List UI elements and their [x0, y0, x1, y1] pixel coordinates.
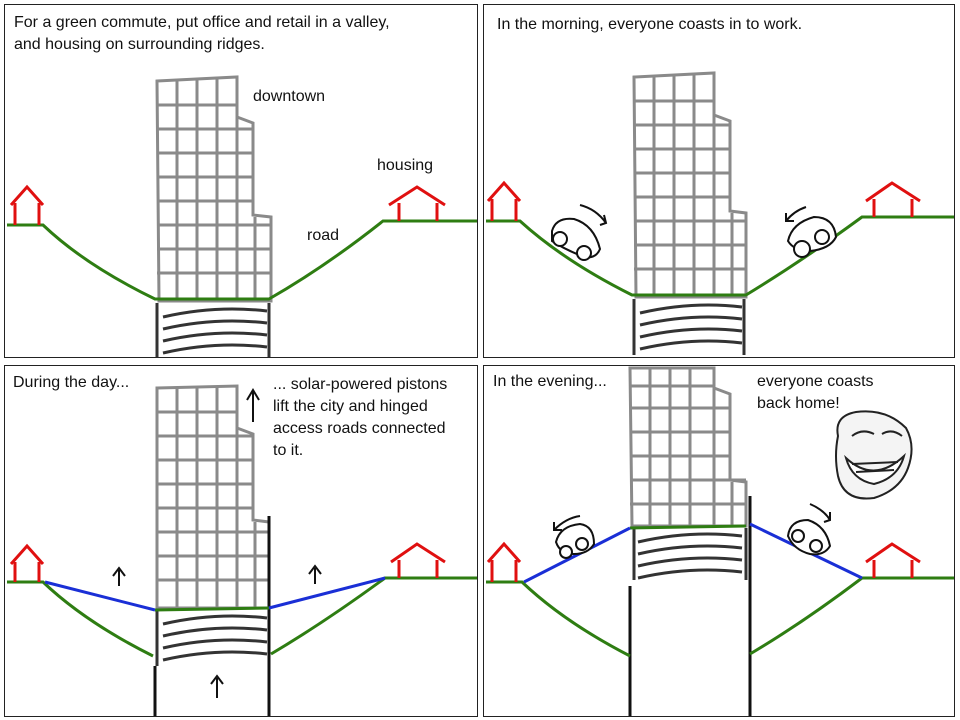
skyscraper-icon [628, 366, 748, 528]
arrow-icon [112, 566, 126, 586]
panel-caption-2: ... solar-powered pistons lift the city … [273, 376, 448, 459]
foundation-icon [632, 299, 746, 355]
panel-2: In the morning, everyone coasts in to wo… [483, 4, 955, 358]
arrow-icon [308, 564, 322, 584]
house-icon [486, 541, 522, 582]
arrow-icon [246, 388, 260, 422]
panel-caption-2: everyone coasts back home! [757, 373, 874, 412]
ground-line [486, 580, 631, 658]
foundation-icon [155, 610, 271, 666]
ground-line [7, 219, 477, 301]
panel-caption: In the evening... [493, 373, 607, 390]
car-icon [786, 215, 838, 258]
house-icon [865, 181, 921, 217]
car-icon [551, 217, 602, 261]
panel-4-drawing [486, 366, 954, 716]
skyscraper-icon [155, 75, 273, 303]
panel-1: For a green commute, put office and reta… [4, 4, 478, 358]
house-icon [865, 542, 921, 578]
house-icon [388, 185, 446, 221]
panel-2-drawing [486, 71, 954, 355]
arrow-icon [785, 206, 807, 222]
raised-road [44, 580, 156, 612]
house-icon [486, 180, 522, 221]
ground-line [749, 576, 954, 656]
downtown-label: downtown [253, 88, 326, 105]
panel-1-drawing [7, 75, 477, 357]
car-icon [554, 522, 596, 559]
arrow-icon [553, 515, 581, 531]
piston-icon [628, 496, 752, 716]
panel-caption: In the morning, everyone coasts in to wo… [497, 16, 803, 33]
arrow-icon [210, 674, 224, 698]
panel-4: In the evening... everyone coasts back h… [483, 365, 955, 717]
road-label: road [307, 227, 340, 244]
raised-road [523, 526, 631, 584]
troll-face-icon [835, 410, 913, 500]
ground-line [270, 576, 477, 656]
arrow-icon [809, 503, 831, 523]
platform-line [154, 606, 270, 612]
panel-caption: During the day... [13, 374, 130, 391]
housing-label: housing [377, 157, 434, 174]
house-icon [9, 543, 45, 582]
raised-road [268, 576, 386, 610]
skyscraper-icon [155, 384, 271, 610]
panel-3-drawing [7, 384, 477, 716]
piston-icon [153, 516, 271, 716]
panel-3: During the day... ... solar-powered pist… [4, 365, 478, 717]
foundation-icon [632, 528, 748, 580]
arrow-icon [579, 204, 608, 226]
panel-caption: For a green commute, put office and reta… [14, 14, 390, 53]
house-icon [9, 184, 45, 225]
platform-line [629, 524, 747, 530]
ground-line [7, 580, 154, 658]
house-icon [390, 542, 446, 578]
skyscraper-icon [632, 71, 748, 299]
foundation-icon [155, 303, 271, 357]
car-icon [786, 518, 832, 556]
